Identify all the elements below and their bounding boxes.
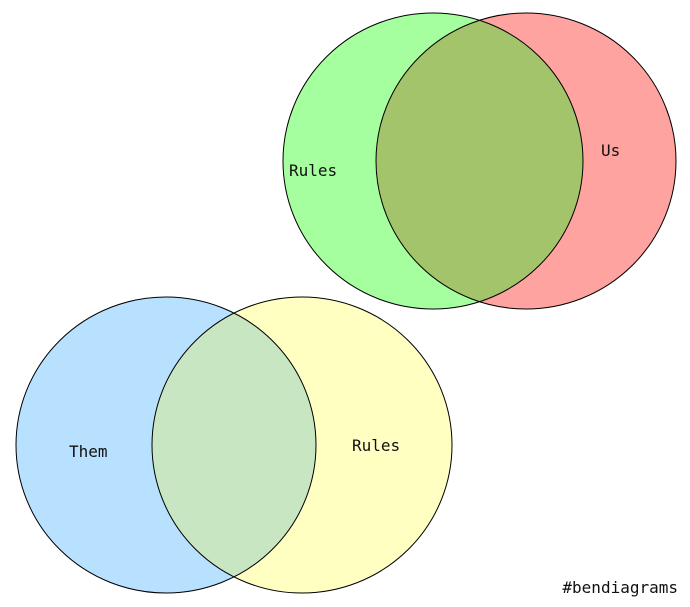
- hashtag-caption: #bendiagrams: [562, 578, 678, 597]
- us-label: Us: [601, 141, 620, 160]
- venn-diagram-them-rules: Them Rules: [15, 296, 453, 594]
- them-rules-overlap: [152, 297, 316, 593]
- them-circle-outline: [15, 296, 317, 594]
- rules-us-overlap: [376, 13, 583, 309]
- rules-circle-outline: [282, 12, 584, 310]
- us-circle-outline: [375, 12, 677, 310]
- rules-label: Rules: [352, 436, 400, 455]
- rules-label: Rules: [289, 161, 337, 180]
- venn-diagram-rules-us: Rules Us: [282, 12, 677, 310]
- them-label: Them: [69, 442, 108, 461]
- rules-circle-outline: [151, 296, 453, 594]
